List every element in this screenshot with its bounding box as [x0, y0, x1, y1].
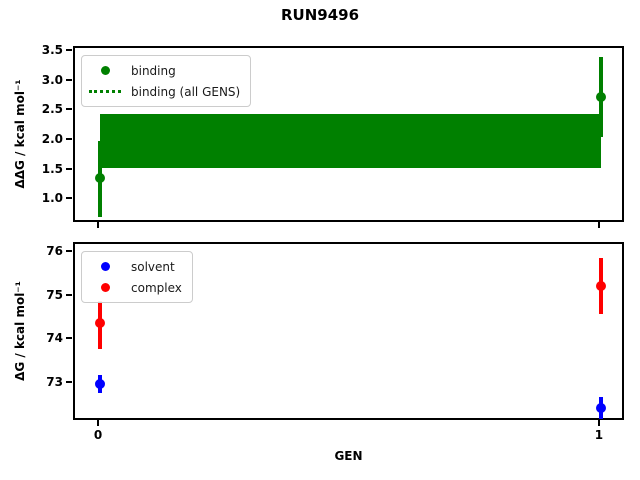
y-tick-label: 3.0 — [41, 72, 63, 87]
confidence-band — [100, 113, 601, 168]
y-tick — [66, 138, 72, 141]
binding-point — [95, 173, 106, 184]
x-axis-label: GEN — [334, 449, 363, 463]
y-tick-label: 1.5 — [41, 161, 63, 176]
x-tick — [97, 222, 100, 228]
y-tick-label: 3.5 — [41, 43, 63, 58]
axes-bottom: solvent complex — [73, 242, 624, 420]
legend-item-complex: complex — [88, 277, 182, 298]
binding-point — [595, 92, 606, 103]
x-tick-label: 1 — [594, 428, 604, 442]
y-tick-label: 76 — [46, 244, 63, 259]
dotted-line-icon — [89, 90, 121, 93]
legend-label: complex — [131, 280, 182, 295]
y-tick — [66, 293, 72, 296]
chart-title: RUN9496 — [280, 6, 360, 24]
y-tick-label: 75 — [46, 287, 63, 302]
y-tick — [66, 167, 72, 170]
legend-marker-icon — [88, 262, 122, 271]
y-tick-label: 74 — [46, 331, 63, 346]
legend-marker-icon — [88, 66, 122, 75]
solvent-point — [595, 403, 606, 414]
y-axis-label: ΔG / kcal mol⁻¹ — [13, 281, 27, 381]
axes-top-legend: binding binding (all GENS) — [81, 55, 252, 107]
y-tick — [66, 49, 72, 52]
legend-label: binding (all GENS) — [131, 84, 241, 99]
x-tick — [597, 222, 600, 228]
complex-point — [95, 317, 106, 328]
y-tick — [66, 78, 72, 81]
legend-marker-icon — [88, 283, 122, 292]
axes-bottom-legend: solvent complex — [81, 251, 193, 303]
marker-dot-icon — [100, 66, 110, 75]
y-tick — [66, 381, 72, 384]
legend-label: solvent — [131, 259, 175, 274]
y-axis-label: ΔΔG / kcal mol⁻¹ — [13, 79, 27, 189]
y-tick — [66, 337, 72, 340]
axes-top: binding binding (all GENS) — [73, 46, 624, 222]
y-tick — [66, 197, 72, 200]
x-tick — [97, 420, 100, 426]
legend-item-solvent: solvent — [88, 256, 182, 277]
solvent-point — [95, 379, 106, 390]
legend-item-binding-all-gens-: binding (all GENS) — [88, 81, 240, 102]
y-tick-label: 73 — [46, 375, 63, 390]
marker-dot-icon — [100, 283, 110, 292]
y-tick-label: 1.0 — [41, 191, 63, 206]
legend-label: binding — [131, 63, 176, 78]
y-tick-label: 2.5 — [41, 102, 63, 117]
y-tick — [66, 108, 72, 111]
x-tick-label: 0 — [93, 428, 103, 442]
marker-dot-icon — [100, 262, 110, 271]
x-tick — [597, 420, 600, 426]
legend-dotted-line-icon — [88, 90, 122, 93]
y-tick-label: 2.0 — [41, 132, 63, 147]
complex-point — [595, 280, 606, 291]
y-tick — [66, 250, 72, 253]
legend-item-binding: binding — [88, 60, 240, 81]
